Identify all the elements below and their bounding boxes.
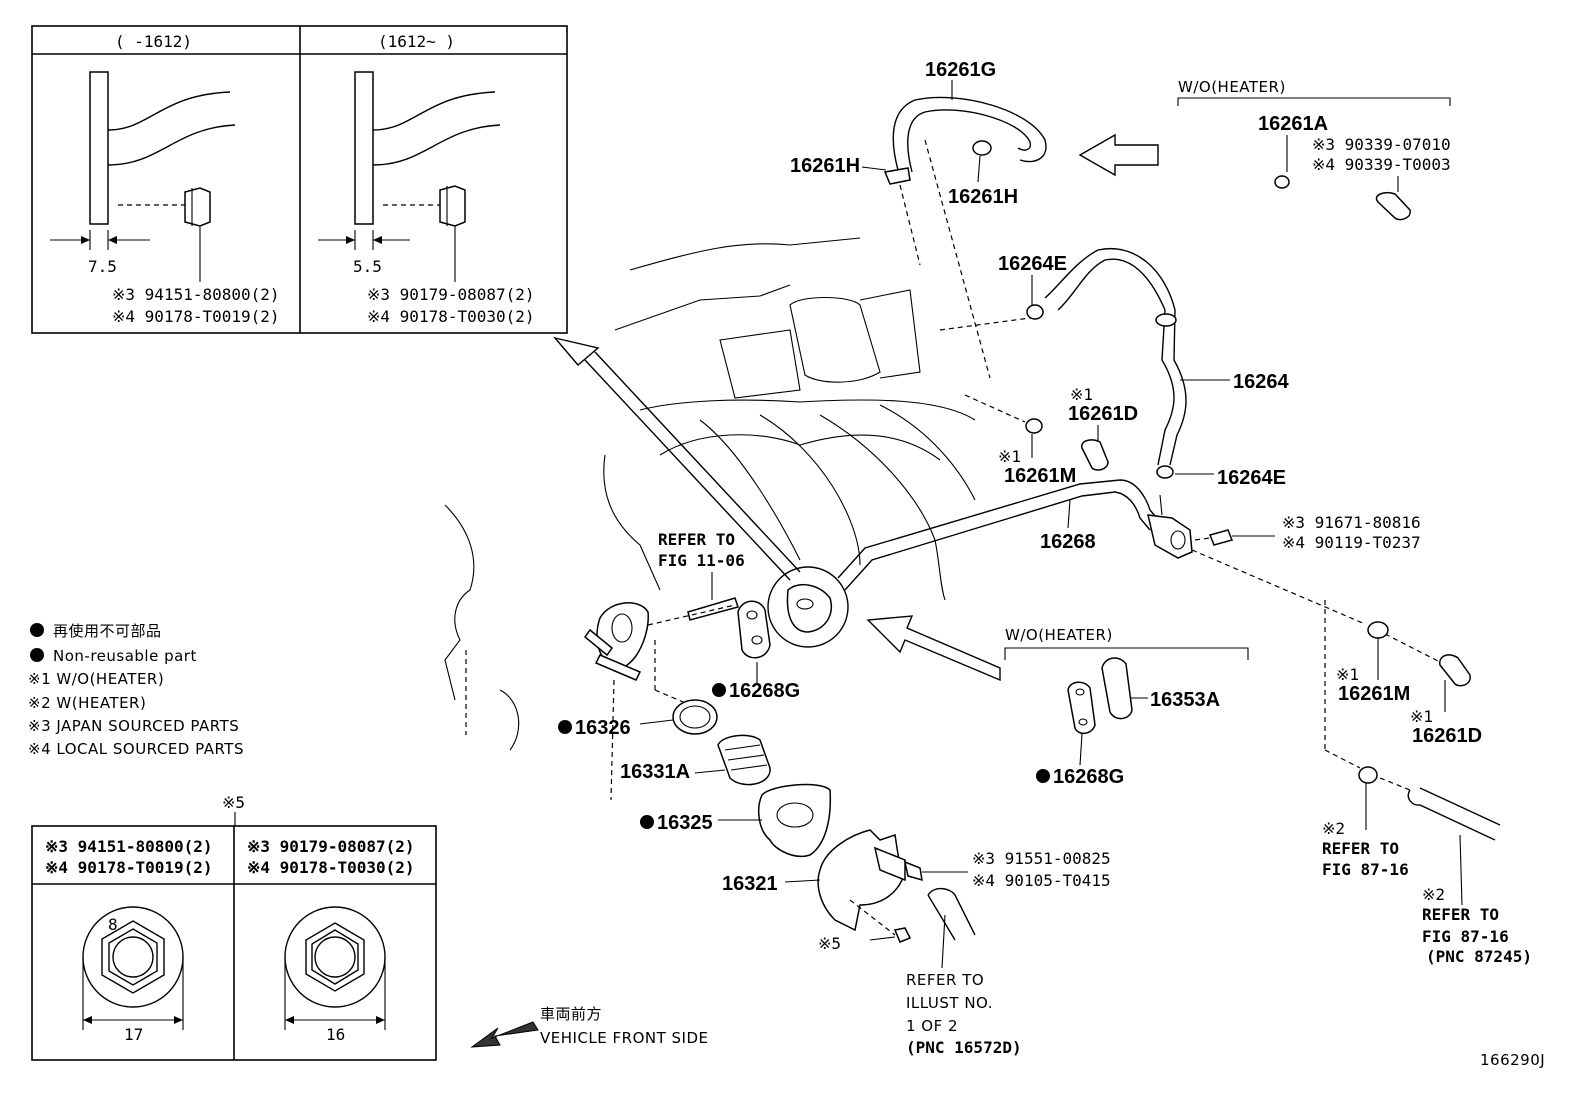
wo-heater-top-label: W/O(HEATER) <box>1178 78 1286 96</box>
flange-hose-right-graphic <box>318 71 501 282</box>
legend-jp: 再使用不可部品 <box>53 622 162 640</box>
bolt-right-japan: ※3 91671-80816 <box>1282 513 1421 532</box>
inset-bottom: ※5 ※3 94151-80800(2) ※4 90178-T0019(2) ※… <box>31 793 437 1061</box>
label-16268g-left: 16268G <box>729 680 800 702</box>
refer-8716a-line1: REFER TO <box>1322 839 1399 858</box>
flange-nut-right-graphic <box>284 906 386 1030</box>
label-16261d-mid: 16261D <box>1068 403 1138 425</box>
inset-bottom-right-width: 16 <box>326 1025 345 1044</box>
label-16261d-right: 16261D <box>1412 725 1482 747</box>
front-label-en: VEHICLE FRONT SIDE <box>540 1029 709 1047</box>
vehicle-front-indicator: 車両前方 VEHICLE FRONT SIDE <box>470 1005 709 1048</box>
bolt-bottom-local: ※4 90105-T0415 <box>972 871 1111 890</box>
thermostat-stack-graphic <box>583 597 976 969</box>
label-16261h-right: 16261H <box>948 186 1018 208</box>
inset-top-right-header: (1612~ ) <box>378 32 455 51</box>
mid-clamp-cap-graphic <box>964 394 1109 471</box>
wo-heater-mid-group: W/O(HEATER) <box>1004 626 1249 766</box>
label-16261m-mid: 16261M <box>1004 465 1076 487</box>
p16261a-japan: ※3 90339-07010 <box>1312 135 1451 154</box>
refer-8716b-line1: REFER TO <box>1422 905 1499 924</box>
inset-bottom-left-part-j: ※3 94151-80800(2) <box>45 837 213 856</box>
label-16264: 16264 <box>1233 371 1289 393</box>
refer-fig-line1: REFER TO <box>658 530 735 549</box>
legend-note2: ※2 W(HEATER) <box>28 694 146 712</box>
right-clamps-graphic <box>1358 621 1501 906</box>
refer-8716b-marker: ※2 <box>1422 885 1445 904</box>
legend: 再使用不可部品 Non-reusable part ※1 W/O(HEATER)… <box>28 622 244 758</box>
label-16268g-right: 16268G <box>1053 766 1124 788</box>
flange-detail-circle <box>767 566 849 648</box>
label-16353a: 16353A <box>1150 689 1220 711</box>
label-16261m-right-marker: ※1 <box>1336 665 1359 684</box>
inset-top-left-dim: 7.5 <box>88 257 117 276</box>
label-16264e-bottom: 16264E <box>1217 467 1286 489</box>
refer-8716a-line2: FIG 87-16 <box>1322 860 1409 879</box>
label-16325: 16325 <box>657 812 713 834</box>
hose-16261g-graphic <box>883 96 1047 379</box>
legend-dot-jp <box>30 623 44 637</box>
front-label-jp: 車両前方 <box>540 1005 602 1023</box>
label-16261g: 16261G <box>925 59 996 81</box>
refer-illust-line1: REFER TO <box>906 971 984 989</box>
legend-note3: ※3 JAPAN SOURCED PARTS <box>28 717 239 735</box>
label-16264e-top: 16264E <box>998 253 1067 275</box>
p16261a-local: ※4 90339-T0003 <box>1312 155 1451 174</box>
label-16326: 16326 <box>575 717 631 739</box>
label-16261m-right: 16261M <box>1338 683 1410 705</box>
refer-illust-line3: 1 OF 2 <box>906 1017 958 1035</box>
engine-block-outline <box>444 237 976 801</box>
inset-top-left-part-l: ※4 90178-T0019(2) <box>112 307 280 326</box>
refer-8716b-line3: (PNC 87245) <box>1426 947 1532 966</box>
label-16261h-left: 16261H <box>790 155 860 177</box>
refer-8716b-line2: FIG 87-16 <box>1422 927 1509 946</box>
inset-bottom-left-width: 17 <box>124 1025 143 1044</box>
direction-arrow-mid <box>866 615 1001 682</box>
inset-top-right-dim: 5.5 <box>353 257 382 276</box>
wo-heater-mid-label: W/O(HEATER) <box>1005 626 1113 644</box>
label-16261a: 16261A <box>1258 113 1328 135</box>
inset-bottom-left-part-l: ※4 90178-T0019(2) <box>45 858 213 877</box>
refer-8716a-marker: ※2 <box>1322 819 1345 838</box>
inset-bottom-right-part-l: ※4 90178-T0030(2) <box>247 858 415 877</box>
legend-en: Non-reusable part <box>53 647 197 665</box>
inset-bottom-marker: ※5 <box>222 793 245 812</box>
flange-hose-left-graphic <box>50 71 236 282</box>
label-16261m-mid-marker: ※1 <box>998 447 1021 466</box>
nonreusable-dot-16268g-left <box>712 683 726 697</box>
bolt-right-local: ※4 90119-T0237 <box>1282 533 1421 552</box>
refer-fig-line2: FIG 11-06 <box>658 551 745 570</box>
inset-top-left-header: ( -1612) <box>115 32 192 51</box>
legend-note1: ※1 W/O(HEATER) <box>28 670 164 688</box>
label-16261d-mid-marker: ※1 <box>1070 385 1093 404</box>
inset-top-right-part-j: ※3 90179-08087(2) <box>367 285 535 304</box>
label-bolt5: ※5 <box>818 934 841 953</box>
label-16331a: 16331A <box>620 761 690 783</box>
wo-heater-top-group: W/O(HEATER) 16261A ※3 90339-07010 ※4 903… <box>1177 78 1451 221</box>
inset-callout-arrow <box>553 336 801 581</box>
legend-dot-en <box>30 648 44 662</box>
refer-illust-line2: ILLUST NO. <box>906 994 993 1012</box>
inset-top: ( -1612) (1612~ ) 7.5 ※3 94151-80800(2) … <box>31 25 568 334</box>
label-16321: 16321 <box>722 873 778 895</box>
bolt-bottom-japan: ※3 91551-00825 <box>972 849 1111 868</box>
label-16261d-right-marker: ※1 <box>1410 707 1433 726</box>
figure-id: 166290J <box>1480 1051 1545 1069</box>
inset-bottom-right-part-j: ※3 90179-08087(2) <box>247 837 415 856</box>
inset-bottom-left-hex-label: 8 <box>108 915 118 934</box>
refer-illust-line4: (PNC 16572D) <box>906 1038 1022 1057</box>
pipe-16268-graphic <box>837 479 1441 791</box>
inset-top-right-part-l: ※4 90178-T0030(2) <box>367 307 535 326</box>
legend-note4: ※4 LOCAL SOURCED PARTS <box>28 740 244 758</box>
front-arrow-icon <box>470 1021 539 1048</box>
label-16268: 16268 <box>1040 531 1096 553</box>
inset-top-left-part-j: ※3 94151-80800(2) <box>112 285 280 304</box>
flange-nut-left-graphic <box>82 906 184 1030</box>
nonreusable-dot-16326 <box>558 720 572 734</box>
direction-arrow-top <box>1078 133 1159 177</box>
nonreusable-dot-16325 <box>640 815 654 829</box>
nonreusable-dot-16268g-right <box>1036 769 1050 783</box>
hose-16264-graphic <box>939 247 1187 479</box>
